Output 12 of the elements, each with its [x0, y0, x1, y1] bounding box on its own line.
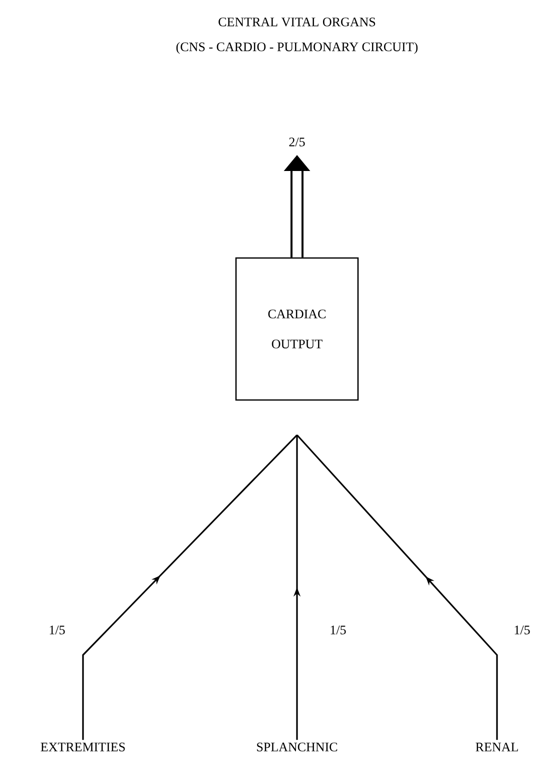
source-label: EXTREMITIES	[40, 742, 125, 752]
edge-label: 1/5	[328, 624, 348, 636]
flow-line	[82, 434, 298, 740]
source-label: RENAL	[476, 742, 518, 752]
process-box: CARDIAC OUTPUT	[235, 257, 359, 401]
heading: CENTRAL VITAL ORGANS	[218, 18, 376, 26]
flow-line	[296, 434, 498, 740]
source-label: SPLANCHNIC	[257, 742, 338, 752]
subheading: (CNS - CARDIO - PULMONARY CIRCUIT)	[176, 42, 418, 54]
edge-label: 2/5	[288, 136, 306, 148]
edge-label: 1/5	[512, 624, 532, 636]
edge-label: 1/5	[48, 624, 66, 636]
